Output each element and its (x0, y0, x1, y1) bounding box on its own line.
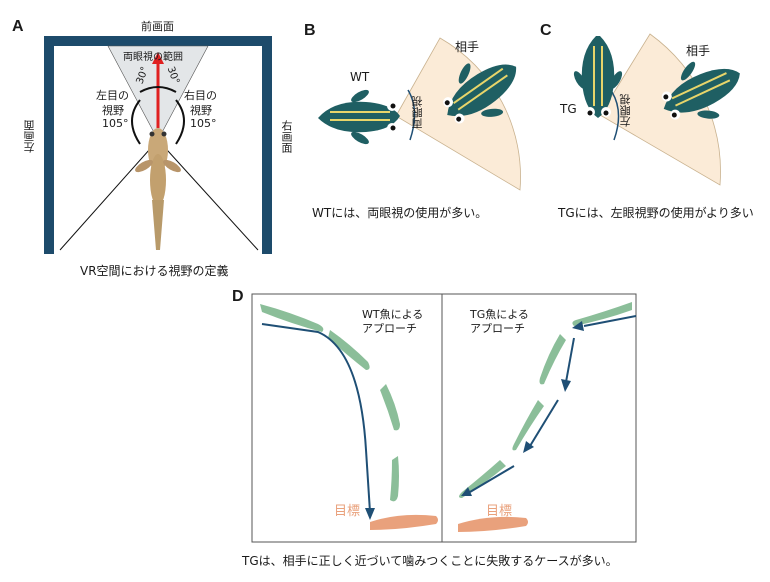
left-vision-line (59, 139, 159, 251)
heading-arrow-head (152, 52, 164, 64)
left-eye-arc-c (611, 91, 620, 141)
wt-approach-title-line2: アプローチ (362, 322, 417, 335)
right-screen-label: 右画面 (280, 120, 293, 153)
wt-fish-b (318, 89, 400, 145)
right-vision-line (157, 139, 259, 251)
panel-b-letter: B (304, 22, 316, 39)
binocular-range-label: 両眼視の範囲 (123, 52, 183, 63)
fish-top-view (135, 128, 181, 250)
left-eye-field-line1: 左目の (96, 89, 129, 102)
partner-fish-b (443, 63, 517, 124)
left-eye-field-line3: 105° (102, 117, 129, 130)
panel-a-caption: VR空間における視野の定義 (80, 264, 229, 278)
tg-target-fish (458, 516, 528, 532)
wt-approach-title-line1: WT魚による (362, 308, 424, 321)
partner-label-c: 相手 (686, 44, 711, 58)
tg-approach-title-line1: TG魚による (470, 308, 529, 321)
panel-a-letter: A (12, 18, 24, 35)
partner-fish-c (661, 61, 740, 120)
panel-b-caption: WTには、両眼視の使用が多い。 (312, 206, 488, 220)
wt-label: WT (350, 70, 370, 84)
tg-fish-sequence (459, 302, 632, 498)
front-screen-label: 前画面 (141, 20, 174, 33)
wt-approach-path (261, 323, 371, 513)
panel-d-letter: D (232, 288, 244, 305)
wt-target-fish (370, 514, 438, 530)
tg-fish-c (573, 36, 623, 118)
right-eye-field-line2: 視野 (190, 104, 212, 117)
tg-approach-frame (441, 293, 637, 543)
wt-path-arrowhead (365, 508, 375, 520)
right-eye-field-line1: 右目の (184, 89, 217, 102)
panel-d-caption: TGは、相手に正しく近づいて噛みつくことに失敗するケースが多い。 (242, 554, 618, 568)
right-eye-bracket (175, 99, 185, 145)
partner-label-b: 相手 (455, 40, 480, 54)
binocular-arc-b (407, 89, 416, 141)
panel-c-caption: TGには、左眼視野の使用がより多い (558, 206, 754, 220)
right-eye-field-line3: 105° (190, 117, 217, 130)
tg-arrowheads (461, 321, 584, 496)
tg-target-label: 目標 (486, 504, 513, 519)
tg-approach-arrows (469, 315, 637, 493)
tg-label: TG (560, 102, 577, 116)
left-eye-bracket (131, 99, 141, 145)
tg-approach-title-line2: アプローチ (470, 322, 525, 335)
panel-c-letter: C (540, 22, 552, 39)
wt-target-label: 目標 (334, 504, 361, 519)
wt-fish-sequence (260, 304, 400, 502)
left-eye-field-line2: 視野 (102, 104, 124, 117)
angle-arc (139, 86, 177, 93)
